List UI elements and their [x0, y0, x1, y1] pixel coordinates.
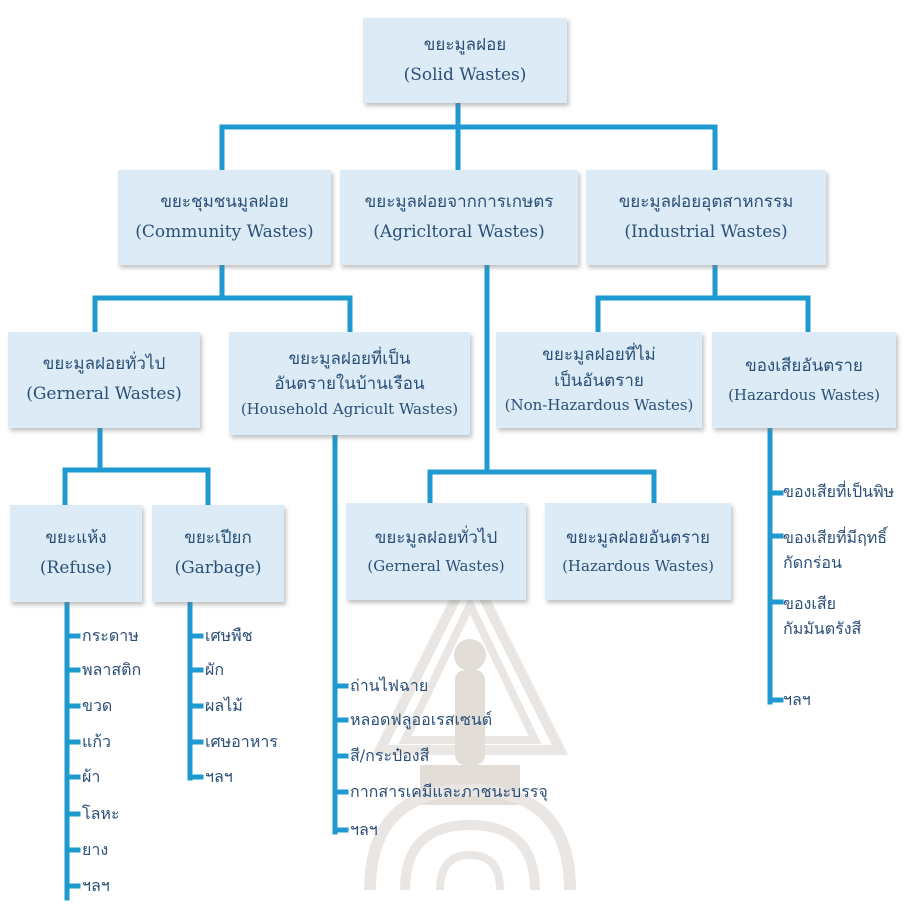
- agricultural-wastes-en: (Agricltoral Wastes): [373, 221, 545, 242]
- refuse-item-etc: ฯลฯ: [82, 876, 110, 895]
- industrial-wastes-th: ขยะมูลฝอยอุตสาหกรรม: [618, 191, 794, 212]
- garbage-box: ขยะเปียก (Garbage): [152, 505, 284, 602]
- agricultural-wastes-th: ขยะมูลฝอยจากการเกษตร: [364, 191, 554, 212]
- household-wastes-th-1: ขยะมูลฝอยที่เป็น: [288, 348, 411, 369]
- household-item-chemical: กากสารเคมีและภาชนะบรรจุ: [350, 782, 548, 801]
- general-wastes-en: (Gerneral Wastes): [26, 384, 182, 404]
- solid-wastes-en: (Solid Wastes): [403, 64, 527, 85]
- agri-hazardous-wastes-th: ขยะมูลฝอยอันตราย: [566, 527, 710, 548]
- community-wastes-th: ขยะชุมชนมูลฝอย: [160, 191, 289, 212]
- agri-hazardous-wastes-en: (Hazardous Wastes): [562, 557, 714, 576]
- household-item-paint: สี/กระป๋องสี: [350, 746, 430, 765]
- refuse-item-bottle: ขวด: [82, 696, 113, 715]
- general-wastes-th: ขยะมูลฝอยทั่วไป: [42, 354, 166, 375]
- industrial-wastes-box: ขยะมูลฝอยอุตสาหกรรม (Industrial Wastes): [586, 170, 826, 265]
- garbage-item-food: เศษอาหาร: [205, 732, 278, 751]
- agri-hazardous-wastes-box: ขยะมูลฝอยอันตราย (Hazardous Wastes): [545, 503, 731, 600]
- general-wastes-box: ขยะมูลฝอยทั่วไป (Gerneral Wastes): [8, 332, 200, 428]
- refuse-item-glass: แก้ว: [82, 732, 111, 751]
- garbage-item-etc: ฯลฯ: [205, 767, 233, 786]
- non-hazardous-wastes-box: ขยะมูลฝอยที่ไม่ เป็นอันตราย (Non-Hazardo…: [496, 332, 702, 428]
- household-item-etc: ฯลฯ: [350, 820, 378, 839]
- garbage-en: (Garbage): [174, 557, 262, 578]
- refuse-en: (Refuse): [39, 557, 113, 578]
- refuse-th: ขยะแห้ง: [45, 527, 107, 548]
- garbage-th: ขยะเปียก: [184, 527, 252, 548]
- hazardous-wastes-box: ของเสียอันตราย (Hazardous Wastes): [712, 332, 896, 428]
- agri-general-wastes-th: ขยะมูลฝอยทั่วไป: [374, 527, 498, 548]
- hazardous-item-etc: ฯลฯ: [783, 690, 811, 709]
- hazardous-item-toxic: ของเสียที่เป็นพิษ: [783, 482, 895, 501]
- university-emblem-watermark: [364, 560, 576, 891]
- community-wastes-box: ขยะชุมชนมูลฝอย (Community Wastes): [118, 170, 331, 265]
- household-wastes-box: ขยะมูลฝอยที่เป็น อันตรายในบ้านเรือน (Hou…: [229, 332, 470, 435]
- industrial-wastes-en: (Industrial Wastes): [624, 221, 788, 242]
- household-item-fluorescent: หลอดฟลูออเรสเซนต์: [350, 710, 493, 729]
- garbage-item-fruit: ผลไม้: [205, 696, 243, 715]
- community-wastes-en: (Community Wastes): [135, 221, 314, 242]
- refuse-item-metal: โลหะ: [82, 804, 120, 823]
- refuse-item-rubber: ยาง: [82, 840, 109, 859]
- refuse-box: ขยะแห้ง (Refuse): [10, 505, 142, 602]
- refuse-item-plastic: พลาสติก: [82, 660, 142, 679]
- household-item-battery: ถ่านไฟฉาย: [350, 676, 429, 695]
- solid-wastes-box: ขยะมูลฝอย (Solid Wastes): [363, 18, 567, 103]
- hazardous-item-corrosive: ของเสียที่มีฤทธิ์กัดกร่อน: [783, 528, 888, 572]
- non-hazardous-wastes-th-1: ขยะมูลฝอยที่ไม่: [542, 345, 656, 366]
- agri-general-wastes-box: ขยะมูลฝอยทั่วไป (Gerneral Wastes): [346, 503, 526, 600]
- household-wastes-en: (Household Agricult Wastes): [240, 399, 459, 418]
- solid-wastes-th: ขยะมูลฝอย: [423, 34, 507, 55]
- agri-general-wastes-en: (Gerneral Wastes): [367, 557, 505, 576]
- refuse-item-paper: กระดาษ: [82, 626, 139, 645]
- agricultural-wastes-box: ขยะมูลฝอยจากการเกษตร (Agricltoral Wastes…: [340, 170, 578, 265]
- garbage-item-vegetable: ผัก: [205, 660, 225, 679]
- non-hazardous-wastes-en: (Non-Hazardous Wastes): [504, 396, 694, 415]
- household-wastes-th-2: อันตรายในบ้านเรือน: [274, 374, 425, 395]
- refuse-item-cloth: ผ้า: [82, 767, 101, 786]
- garbage-item-plant: เศษพืช: [205, 626, 253, 645]
- non-hazardous-wastes-th-2: เป็นอันตราย: [554, 370, 644, 391]
- hazardous-wastes-en: (Hazardous Wastes): [728, 385, 880, 404]
- hazardous-item-radioactive: ของเสียกัมมันตรังสี: [783, 594, 862, 638]
- hazardous-wastes-th: ของเสียอันตราย: [745, 356, 863, 376]
